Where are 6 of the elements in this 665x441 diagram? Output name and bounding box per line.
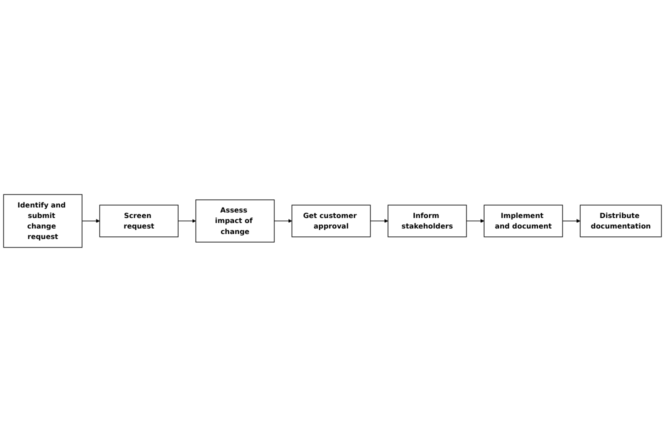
arrow (370, 218, 388, 222)
arrow (82, 218, 100, 222)
arrow (562, 218, 580, 222)
arrow (178, 218, 196, 222)
arrow (274, 218, 292, 222)
arrow (466, 218, 484, 222)
